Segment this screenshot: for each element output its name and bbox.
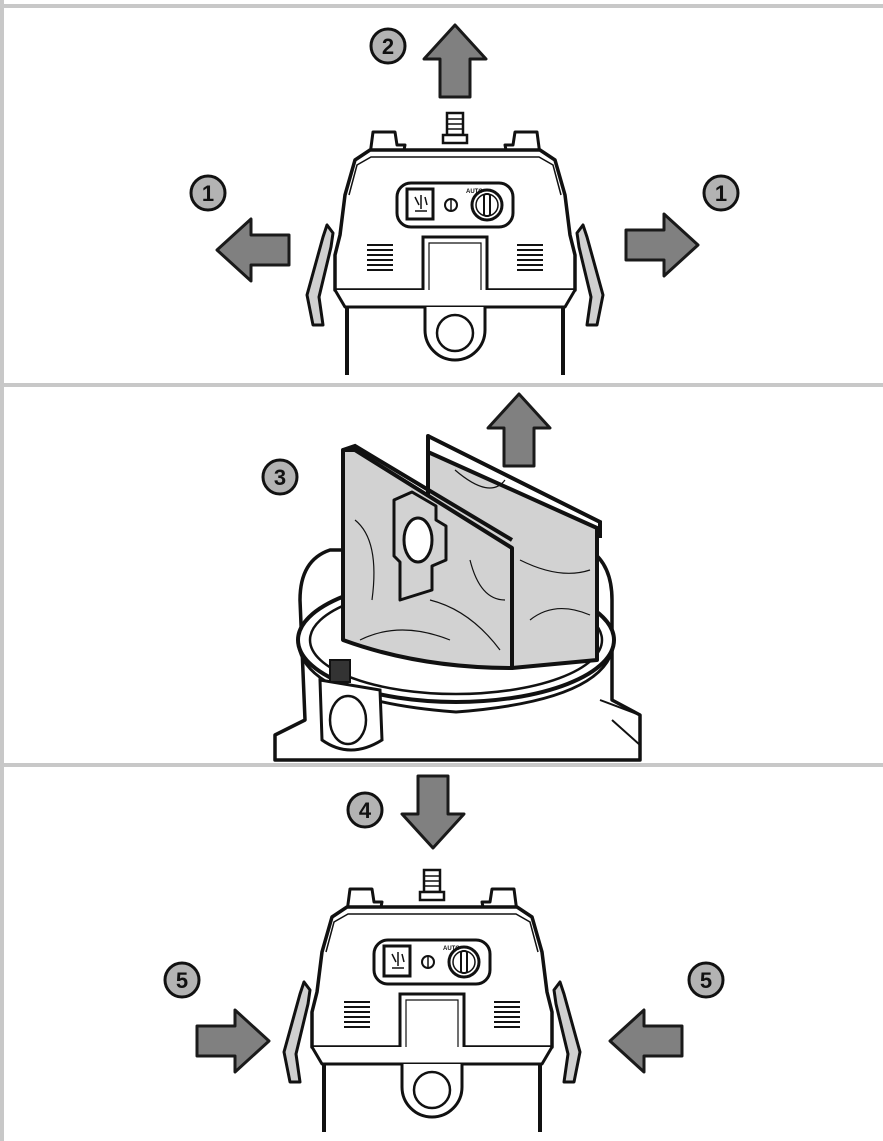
arrow-down-icon bbox=[400, 774, 466, 850]
step-badge: 5 bbox=[687, 961, 725, 999]
step-badge: 5 bbox=[163, 961, 201, 999]
step-number: 1 bbox=[202, 181, 214, 206]
step-badge: 2 bbox=[369, 27, 407, 65]
step-number: 1 bbox=[715, 181, 727, 206]
dust-bag-illustration bbox=[273, 434, 642, 762]
step-badge: 1 bbox=[702, 174, 740, 212]
arrow-up-icon bbox=[486, 392, 552, 468]
step-badge: 1 bbox=[189, 174, 227, 212]
step-badge: 4 bbox=[346, 791, 384, 829]
panel-3: AUTO 4 5 5 bbox=[163, 774, 725, 1134]
arrow-right-icon bbox=[624, 212, 700, 278]
step-badge: 3 bbox=[261, 458, 299, 496]
panel-1: AUTO 2 1 1 bbox=[189, 23, 740, 377]
step-number: 2 bbox=[382, 34, 394, 59]
dial-label: AUTO bbox=[466, 189, 483, 195]
arrow-right-icon bbox=[195, 1008, 271, 1074]
vacuum-head-illustration bbox=[305, 111, 605, 377]
step-number: 4 bbox=[359, 798, 372, 823]
panel-2: 3 bbox=[261, 392, 642, 762]
step-number: 3 bbox=[274, 465, 286, 490]
arrow-left-icon bbox=[608, 1008, 684, 1074]
step-number: 5 bbox=[176, 968, 188, 993]
arrow-up-icon bbox=[422, 23, 488, 99]
step-number: 5 bbox=[700, 968, 712, 993]
vacuum-head-illustration bbox=[282, 868, 582, 1134]
dial-label: AUTO bbox=[443, 946, 460, 952]
arrow-left-icon bbox=[215, 217, 291, 283]
